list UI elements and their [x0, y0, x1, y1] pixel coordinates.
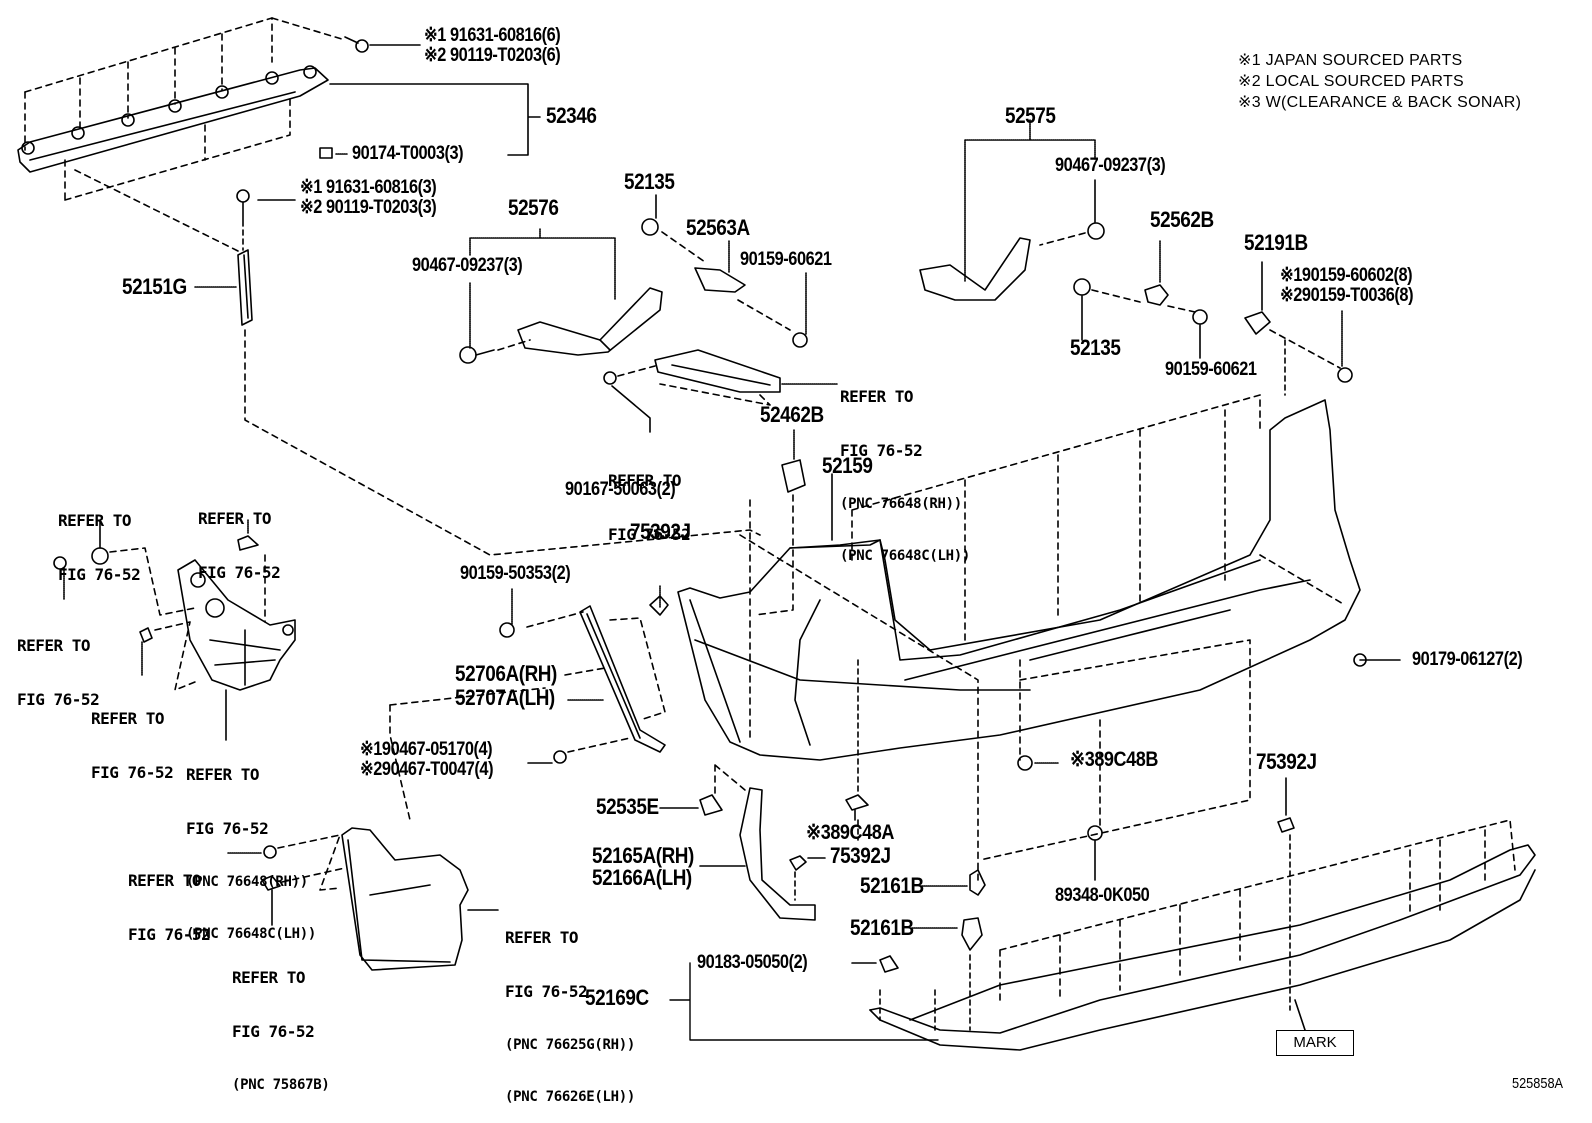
- part-label[interactable]: 89348-0K050: [1055, 885, 1150, 906]
- legend: ※1 JAPAN SOURCED PARTS ※2 LOCAL SOURCED …: [1238, 50, 1521, 113]
- mark-label-box: MARK: [1276, 1030, 1354, 1056]
- part-label[interactable]: 90179-06127(2): [1412, 649, 1523, 670]
- refer-callout[interactable]: REFER TO FIG 76-52: [58, 511, 141, 584]
- refer-callout[interactable]: REFER TO FIG 76-52 (PNC 75867B): [232, 968, 330, 1094]
- part-label[interactable]: 52535E: [596, 794, 659, 819]
- part-label[interactable]: ※190159-60602(8): [1280, 265, 1413, 286]
- refer-callout[interactable]: REFER TO FIG 76-52 (PNC 76625G(RH)) (PNC…: [505, 928, 636, 1106]
- bracket-52151g-drawing: [74, 169, 253, 326]
- side-bracket-drawing: [177, 559, 296, 691]
- refer-callout[interactable]: REFER TO FIG 76-52: [91, 709, 174, 782]
- part-label[interactable]: 90467-09237(3): [1055, 155, 1166, 176]
- bumper-cover-52159-drawing: [677, 399, 1361, 761]
- part-label[interactable]: 52166A(LH): [592, 865, 692, 890]
- part-label[interactable]: 90467-09237(3): [412, 255, 523, 276]
- retainer-plate-drawing: [654, 349, 781, 393]
- part-label[interactable]: 52151G: [122, 274, 187, 299]
- part-label[interactable]: 52575: [1005, 103, 1056, 128]
- part-label[interactable]: 52563A: [686, 215, 750, 240]
- part-label[interactable]: 52161B: [850, 915, 914, 940]
- bolt-90159-icon: [792, 332, 808, 348]
- part-label[interactable]: 90159-60621: [1165, 359, 1257, 380]
- part-label[interactable]: ※389C48A: [806, 821, 895, 844]
- part-label[interactable]: 52346: [546, 103, 597, 128]
- part-label[interactable]: ※389C48B: [1070, 748, 1159, 771]
- part-label[interactable]: ※1 91631-60816(3): [300, 177, 437, 198]
- part-label[interactable]: 52706A(RH): [455, 661, 557, 686]
- part-label[interactable]: 90167-50063(2): [565, 479, 676, 500]
- part-label[interactable]: ※2 90119-T0203(6): [424, 45, 561, 66]
- lower-spoiler-52169c-drawing: [869, 844, 1536, 1051]
- side-molding-52706a-drawing: [579, 605, 666, 753]
- clip-52135-icon: [641, 218, 659, 236]
- part-label[interactable]: 90183-05050(2): [697, 952, 808, 973]
- part-label[interactable]: 52462B: [760, 402, 824, 427]
- refer-callout[interactable]: REFER TO FIG 76-52 (PNC 76648(RH)) (PNC …: [186, 765, 317, 943]
- part-label[interactable]: 75392J: [630, 519, 691, 544]
- clip-52161b-icon: [969, 869, 986, 896]
- figure-code: 525858A: [1512, 1075, 1564, 1092]
- refer-callout[interactable]: REFER TO FIG 76-52: [128, 871, 211, 944]
- part-label[interactable]: ※290159-T0036(8): [1280, 285, 1414, 306]
- bolt-icon: [344, 36, 369, 53]
- refer-callout[interactable]: REFER TO FIG 76-52: [198, 509, 281, 582]
- retainer-52191b-icon: [1244, 311, 1271, 335]
- bracket-52576-drawing: [459, 287, 663, 364]
- part-label[interactable]: 75392J: [1256, 749, 1317, 774]
- spacer-52462b-icon: [781, 459, 806, 493]
- legend-item: ※1 JAPAN SOURCED PARTS: [1238, 52, 1463, 69]
- part-label[interactable]: 90174-T0003(3): [352, 143, 464, 164]
- bracket-52575-drawing: [919, 237, 1031, 301]
- clip-52161b-icon: [961, 917, 983, 951]
- part-label[interactable]: 52165A(RH): [592, 843, 694, 868]
- legend-item: ※3 W(CLEARANCE & BACK SONAR): [1238, 94, 1522, 111]
- part-label[interactable]: 52135: [1070, 335, 1121, 360]
- part-label[interactable]: 52191B: [1244, 230, 1308, 255]
- clip-52535e-icon: [699, 794, 723, 816]
- part-label[interactable]: 90159-50353(2): [460, 563, 571, 584]
- part-label[interactable]: 52169C: [585, 985, 649, 1010]
- part-label[interactable]: 52707A(LH): [455, 685, 555, 710]
- part-label[interactable]: 52135: [624, 169, 675, 194]
- part-label[interactable]: 52159: [822, 453, 873, 478]
- exploded-view-drawing: [17, 17, 1536, 1051]
- part-label[interactable]: 90159-60621: [740, 249, 832, 270]
- legend-item: ※2 LOCAL SOURCED PARTS: [1238, 73, 1464, 90]
- part-label[interactable]: ※2 90119-T0203(3): [300, 197, 437, 218]
- mudflap-drawing: [341, 827, 469, 971]
- bracket-52562b-icon: [1144, 284, 1169, 306]
- side-molding-52165a-drawing: [739, 787, 816, 921]
- part-label[interactable]: 52562B: [1150, 207, 1214, 232]
- refer-callout[interactable]: REFER TO FIG 76-52 (PNC 76648(RH)) (PNC …: [840, 387, 971, 565]
- part-label[interactable]: 75392J: [830, 843, 891, 868]
- refer-callout[interactable]: REFER TO FIG 76-52: [17, 636, 100, 709]
- bracket-52563a-drawing: [694, 267, 746, 293]
- clip-nut-icon: [319, 147, 333, 159]
- part-label[interactable]: 52161B: [860, 873, 924, 898]
- parts-diagram: ※1 JAPAN SOURCED PARTS ※2 LOCAL SOURCED …: [17, 17, 1564, 1105]
- refer-callout[interactable]: REFER TO FIG 76-52: [608, 471, 691, 544]
- retainer-52346-drawing: [17, 17, 346, 201]
- clip-52135-icon: [1073, 278, 1091, 296]
- part-label[interactable]: ※1 91631-60816(6): [424, 25, 561, 46]
- part-label[interactable]: 52576: [508, 195, 559, 220]
- part-label[interactable]: ※290467-T0047(4): [360, 759, 494, 780]
- part-label[interactable]: ※190467-05170(4): [360, 739, 493, 760]
